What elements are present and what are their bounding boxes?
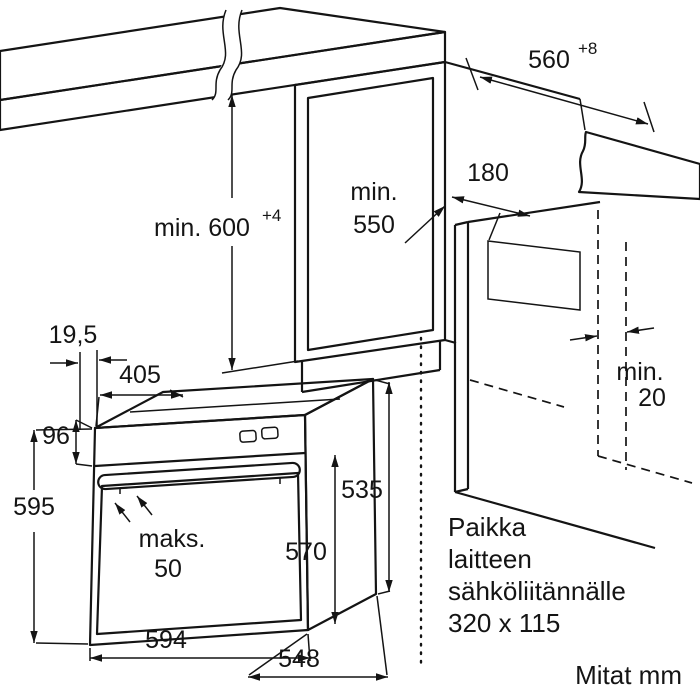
dim-oven-height: 595 (13, 428, 93, 645)
dim-niche-depth: min. 550 (350, 178, 446, 244)
extension-line (377, 590, 391, 595)
oven-front-face (88, 413, 310, 647)
handle-depth-label-2: 50 (154, 555, 182, 583)
connection-note: Paikka laitteen sähköliitännälle 320 x 1… (419, 336, 626, 667)
tear-edge-left (211, 9, 227, 101)
side-panel-top-receding-edge (467, 200, 601, 224)
dim-top-depth: 405 (95, 361, 184, 427)
cabinet-back-corner-line (579, 98, 586, 131)
leader-line (488, 212, 501, 241)
extension-line (75, 419, 93, 429)
extension-line (307, 633, 311, 662)
dim-handle-depth: maks. 50 (114, 495, 206, 583)
tall-cabinet (293, 60, 581, 394)
extension-line (374, 379, 391, 385)
countertop-right-patch (577, 98, 700, 201)
right-niche (453, 200, 693, 550)
units-label: Mitat mm (575, 660, 682, 690)
dim-line (479, 76, 649, 125)
dim-niche-height: min. 600 +4 (154, 95, 299, 374)
dim-line (451, 196, 531, 217)
extension-line (35, 428, 93, 431)
niche-height-label: min. 600 (154, 214, 250, 242)
oven-door-outline (95, 471, 303, 636)
niche-width-tolerance: +8 (578, 39, 597, 58)
connection-note-line-3: sähköliitännälle (448, 576, 626, 606)
control-elements (239, 426, 279, 443)
dim-door-height: 570 (285, 455, 339, 624)
handle-arrow (114, 502, 131, 523)
niche-height-tolerance: +4 (262, 206, 281, 225)
oven-height-label: 595 (13, 493, 55, 521)
countertop-tear-gap (212, 0, 242, 110)
dim-niche-width: 560 +8 (465, 39, 655, 133)
dim-rear-height: 535 (341, 379, 393, 595)
extension-line (95, 396, 100, 427)
dim-panel-height: 96 (42, 419, 93, 467)
panel-height-label: 96 (42, 422, 70, 450)
niche-depth-label-1: min. (350, 178, 397, 206)
extension-line (376, 595, 388, 676)
depth-arrow (404, 205, 446, 244)
door-handle (97, 461, 301, 491)
oven (88, 377, 378, 647)
control-knob-icon (239, 429, 257, 443)
handle-arrow (136, 495, 153, 516)
control-knob-icon (260, 426, 279, 440)
extension-line (35, 642, 89, 645)
rear-gap-label-2: 20 (638, 384, 666, 412)
rear-height-label: 535 (341, 476, 383, 504)
connection-note-line-2: laitteen (448, 544, 532, 574)
dim-connection-offset: 180 (451, 159, 531, 241)
electrical-connection-zone-hatched (487, 240, 581, 311)
gap-arrow-left (569, 334, 598, 342)
dim-rear-gap: min. 20 (569, 326, 666, 412)
extension-line (221, 360, 299, 374)
countertop-left-slab (0, 0, 447, 132)
top-depth-label: 405 (119, 361, 161, 389)
extension-line (643, 101, 655, 133)
niche-floor-front-edge (454, 490, 656, 550)
patch-top-face (577, 130, 700, 201)
handle-depth-label-1: maks. (139, 525, 206, 553)
gap-arrow-right (626, 326, 655, 334)
rear-gap-label-1: min. (616, 358, 663, 386)
dim-frame-offset: 19,5 (49, 321, 127, 430)
connection-note-line-1: Paikka (448, 512, 527, 542)
plinth-dashed-continuation (469, 379, 565, 408)
side-panel-top-cap (454, 220, 469, 227)
extension-line (248, 633, 308, 676)
niche-opening (306, 76, 435, 352)
frame-offset-label: 19,5 (49, 321, 98, 349)
back-floor-dashed-edge (597, 455, 693, 484)
control-panel-bottom-edge (94, 451, 306, 468)
tear-edge-right (227, 9, 243, 101)
dim-oven-depth: 548 (248, 595, 388, 681)
door-height-label: 570 (285, 538, 327, 566)
extension-line (169, 389, 184, 398)
top-face-trim-line (129, 398, 341, 413)
connection-offset-label: 180 (467, 159, 509, 187)
extension-line (465, 57, 479, 91)
oven-width-label: 594 (145, 626, 187, 654)
connection-note-line-4: 320 x 115 (448, 608, 560, 638)
niche-depth-label-2: 550 (353, 211, 395, 239)
oven-side-face (303, 377, 378, 632)
extension-line (75, 463, 93, 467)
niche-width-label: 560 (528, 46, 570, 74)
